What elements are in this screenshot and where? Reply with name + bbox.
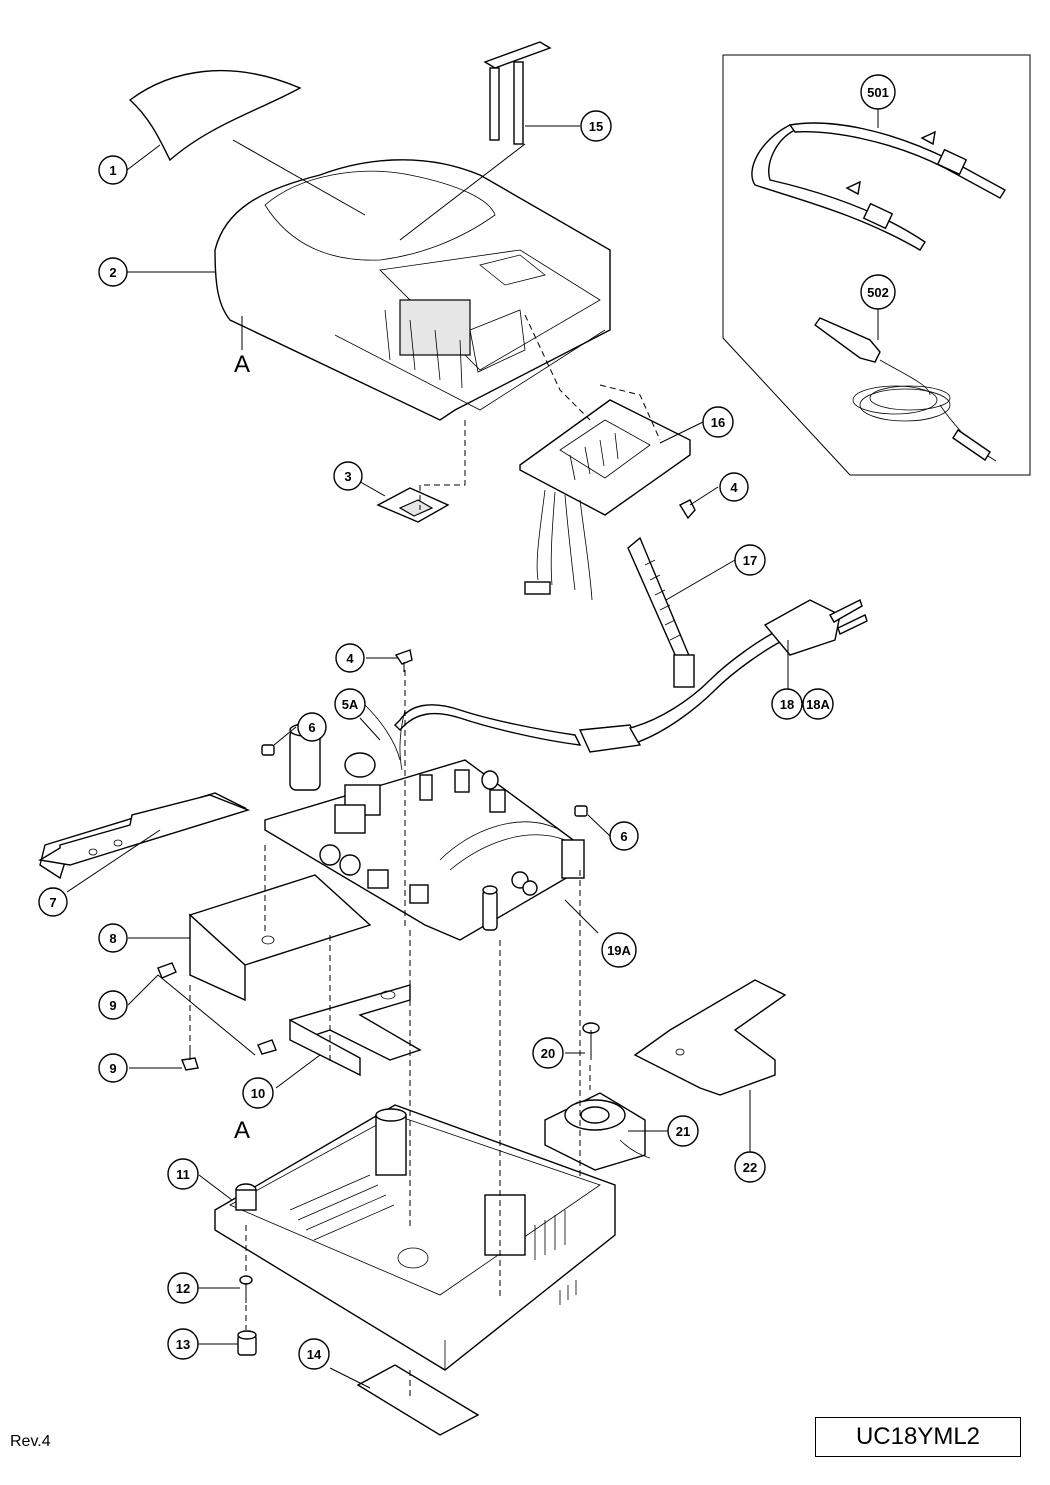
svg-text:9: 9 <box>109 998 116 1013</box>
callout-18a: 18A <box>802 688 834 720</box>
svg-text:8: 8 <box>109 931 116 946</box>
callout-17: 17 <box>734 544 766 576</box>
section-letter-bottom: A <box>234 1117 250 1144</box>
nut-6-right <box>574 805 588 817</box>
insulation-sheet-7 <box>38 792 251 880</box>
svg-text:5A: 5A <box>342 697 359 712</box>
svg-text:19A: 19A <box>607 943 631 958</box>
nut-6-left <box>261 744 275 756</box>
screw-12 <box>239 1275 253 1303</box>
svg-text:4: 4 <box>346 651 354 666</box>
small-label <box>376 487 450 523</box>
accessory-box <box>722 54 1031 476</box>
terminal-part <box>483 41 552 145</box>
screw-9-lower <box>181 1045 199 1071</box>
callout-2: 2 <box>98 257 128 287</box>
callout-16: 16 <box>702 406 734 438</box>
screw-9-middle <box>257 1039 277 1055</box>
svg-text:10: 10 <box>251 1086 265 1101</box>
screw-9-upper <box>157 962 177 979</box>
section-letter-top: A <box>234 351 250 378</box>
callout-22: 22 <box>734 1151 766 1183</box>
svg-text:18A: 18A <box>806 697 830 712</box>
callout-20: 20 <box>532 1037 564 1069</box>
callout-4-upper: 4 <box>719 472 749 502</box>
svg-text:15: 15 <box>589 119 603 134</box>
svg-text:501: 501 <box>867 85 889 100</box>
svg-text:502: 502 <box>867 285 889 300</box>
leader-lines <box>66 108 879 1400</box>
callout-3: 3 <box>333 461 363 491</box>
callout-501: 501 <box>860 74 896 110</box>
svg-text:9: 9 <box>109 1061 116 1076</box>
upper-housing <box>214 159 611 421</box>
svg-text:16: 16 <box>711 415 725 430</box>
svg-text:14: 14 <box>307 1347 322 1362</box>
callout-7: 7 <box>38 887 68 917</box>
revision-label: Rev.4 <box>10 1433 51 1450</box>
svg-text:20: 20 <box>541 1046 555 1061</box>
svg-text:13: 13 <box>176 1337 190 1352</box>
callout-6-left: 6 <box>297 712 327 742</box>
svg-text:11: 11 <box>176 1167 190 1182</box>
power-cord <box>394 599 868 753</box>
terminal-block <box>519 399 691 601</box>
foot-13 <box>237 1330 257 1356</box>
bracket-8 <box>188 874 372 1002</box>
callout-11: 11 <box>167 1158 199 1190</box>
car-adapter-cord <box>814 317 997 462</box>
callout-9-lower: 9 <box>98 1053 128 1083</box>
svg-text:3: 3 <box>344 469 351 484</box>
callout-1: 1 <box>98 155 128 185</box>
shoulder-strap <box>751 122 1006 251</box>
callout-19a: 19A <box>601 932 637 968</box>
insulation-sheet-22 <box>633 979 787 1096</box>
callout-12: 12 <box>167 1272 199 1304</box>
callout-10: 10 <box>242 1077 274 1109</box>
callout-8: 8 <box>98 923 128 953</box>
callout-21: 21 <box>667 1115 699 1147</box>
screw-20 <box>582 1022 600 1060</box>
svg-text:21: 21 <box>676 1124 690 1139</box>
svg-text:18: 18 <box>780 697 794 712</box>
label-sheet <box>128 69 302 162</box>
svg-text:22: 22 <box>743 1160 757 1175</box>
callout-4-middle: 4 <box>335 643 365 673</box>
svg-text:4: 4 <box>730 480 738 495</box>
bracket-10 <box>288 984 422 1077</box>
callout-5a: 5A <box>334 688 366 720</box>
callout-14: 14 <box>298 1338 330 1370</box>
svg-text:7: 7 <box>49 895 56 910</box>
callout-6-right: 6 <box>609 821 639 851</box>
cable-tie <box>627 536 695 688</box>
svg-text:6: 6 <box>308 720 315 735</box>
svg-text:1: 1 <box>109 163 116 178</box>
callout-13: 13 <box>167 1328 199 1360</box>
lower-housing <box>214 1104 616 1371</box>
svg-text:12: 12 <box>176 1281 190 1296</box>
cooling-fan <box>544 1092 651 1171</box>
callout-15: 15 <box>580 110 612 142</box>
callout-18: 18 <box>771 688 803 720</box>
svg-text:2: 2 <box>109 265 116 280</box>
svg-text:17: 17 <box>743 553 757 568</box>
circuit-board <box>264 704 585 941</box>
screw-4-middle <box>394 649 413 672</box>
svg-text:6: 6 <box>620 829 627 844</box>
callout-9-upper: 9 <box>98 990 128 1020</box>
model-number-box: UC18YML2 <box>815 1417 1021 1457</box>
bottom-label <box>356 1364 480 1436</box>
callout-502: 502 <box>860 274 896 310</box>
